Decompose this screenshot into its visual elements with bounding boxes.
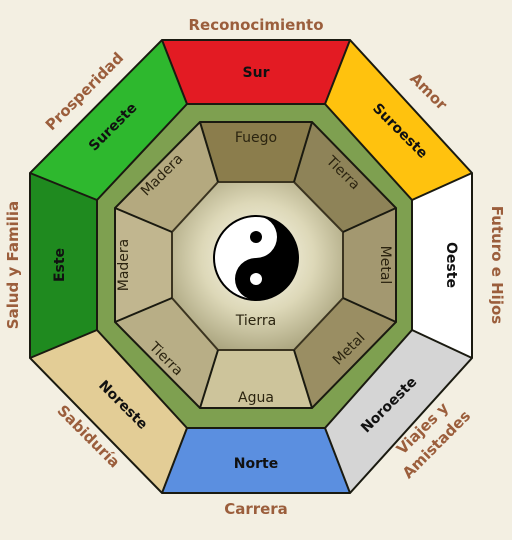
element-label-center: Tierra xyxy=(235,313,276,329)
direction-sectors xyxy=(30,40,472,493)
element-label-bottom: Agua xyxy=(238,390,274,406)
outer-label-top: Reconocimiento xyxy=(188,16,323,34)
element-label-top: Fuego xyxy=(235,130,277,146)
sector-noreste xyxy=(30,330,187,493)
element-sector-metal-e xyxy=(343,208,396,322)
element-label-right: Metal xyxy=(377,246,393,285)
sector-norte xyxy=(162,428,350,493)
element-sector-madera-nw xyxy=(115,122,218,232)
direction-label-este: Este xyxy=(52,248,68,282)
direction-label-sur: Sur xyxy=(243,65,270,81)
element-sector-tierra-sw xyxy=(115,298,218,408)
element-sector-agua xyxy=(200,350,312,408)
sector-oeste xyxy=(412,173,472,358)
direction-label-oeste: Oeste xyxy=(443,242,459,288)
sector-noroeste xyxy=(325,330,472,493)
outer-label-right: Futuro e Hijos xyxy=(488,206,506,324)
element-sector-metal-se xyxy=(294,298,396,408)
sector-este xyxy=(30,173,97,358)
element-label-left: Madera xyxy=(116,239,132,292)
direction-label-norte: Norte xyxy=(234,456,278,472)
sector-sureste xyxy=(30,40,187,200)
outer-label-bottom: Carrera xyxy=(224,500,288,518)
sector-suroeste xyxy=(325,40,472,200)
element-sector-madera-w xyxy=(115,208,172,322)
element-sector-tierra-ne xyxy=(294,122,396,232)
element-sector-fuego xyxy=(200,122,312,182)
outer-label-left: Salud y Familia xyxy=(4,201,22,329)
sector-sur xyxy=(162,40,350,104)
outlines xyxy=(29,39,473,494)
yin-yang-icon xyxy=(213,215,299,301)
element-sectors xyxy=(115,122,396,408)
